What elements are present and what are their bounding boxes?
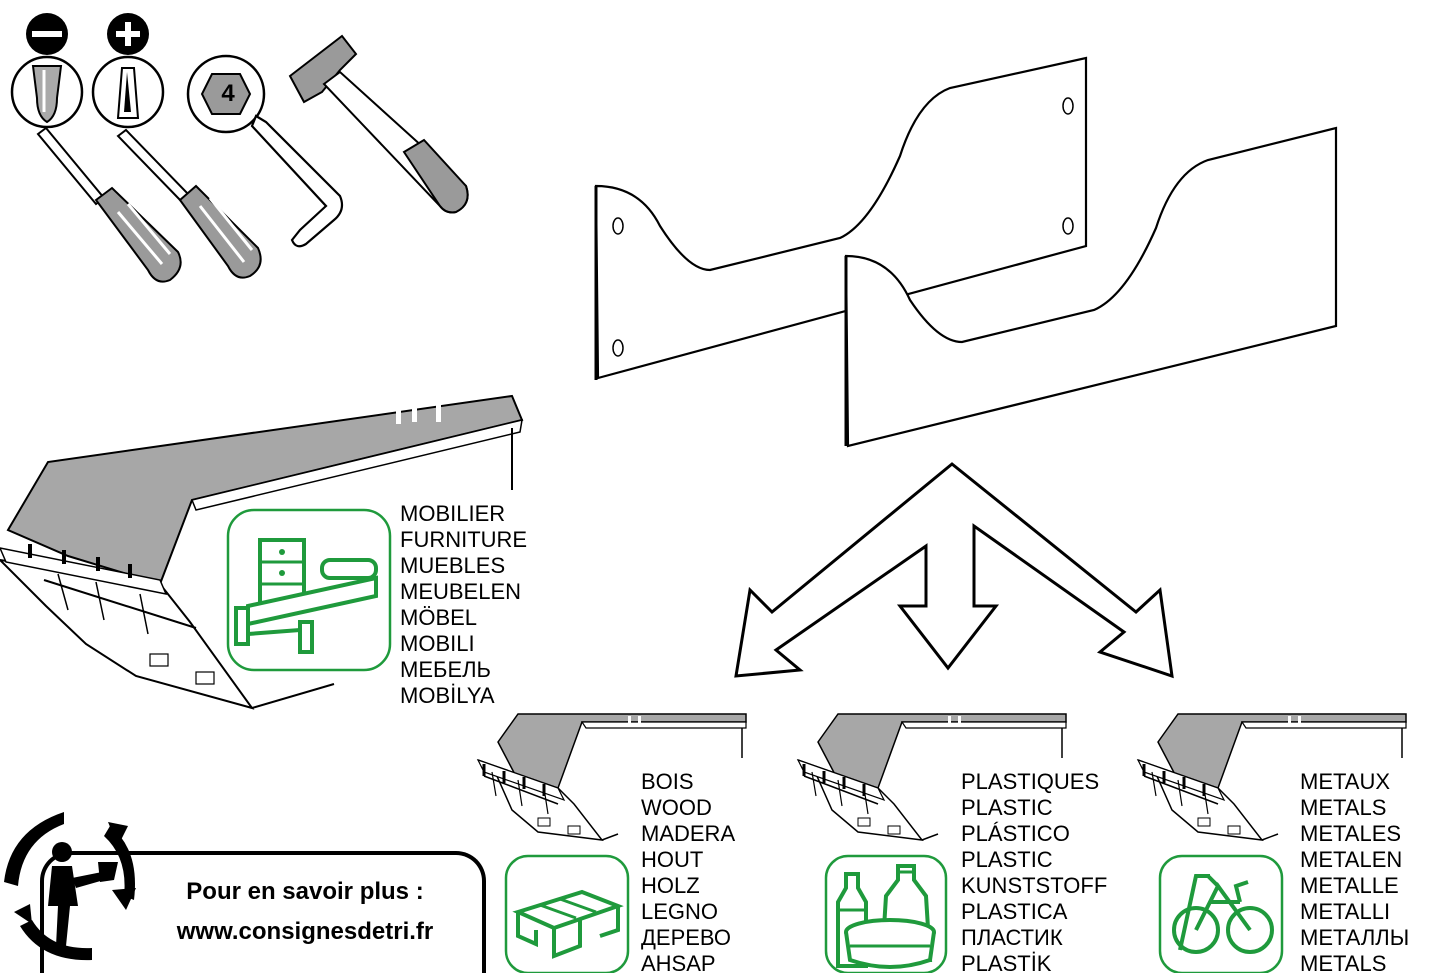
label-item: MADERA	[641, 821, 736, 846]
bed-panel-back	[594, 56, 1088, 380]
bicycle-icon	[1158, 854, 1284, 973]
info-website-link[interactable]: www.consignesdetri.fr	[176, 918, 434, 945]
label-item: METALS	[1300, 795, 1387, 820]
label-item: AHSAP	[641, 951, 716, 976]
label-item: METALES	[1300, 821, 1402, 846]
tools-panel	[10, 13, 469, 283]
label-item: PLÁSTICO	[961, 821, 1070, 846]
label-item: KUNSTSTOFF	[961, 873, 1108, 898]
label-item: METALS	[1300, 951, 1387, 976]
label-item: FURNITURE	[400, 527, 528, 552]
label-item: MÖBEL	[400, 605, 478, 630]
info-text: Pour en savoir plus : www.consignesdetri…	[120, 872, 490, 952]
wood-pallet-icon	[504, 854, 630, 973]
hex-key-icon	[186, 54, 344, 248]
bed-panels	[594, 56, 1338, 448]
label-item: PLASTIQUES	[961, 769, 1100, 794]
label-item: METAUX	[1300, 769, 1391, 794]
bed-panel-front	[844, 126, 1338, 448]
label-item: PLASTİK	[961, 951, 1052, 976]
label-item: WOOD	[641, 795, 712, 820]
label-item: HOUT	[641, 847, 704, 872]
label-item: MOBİLYA	[400, 683, 495, 708]
metal-label-list: METAUX METALS METALES METALEN METALLE ME…	[1300, 769, 1409, 977]
label-item: МЕТАЛЛЫ	[1300, 925, 1410, 950]
label-item: METALLI	[1300, 899, 1391, 924]
label-item: BOIS	[641, 769, 694, 794]
label-item: MOBILI	[400, 631, 475, 656]
furniture-bed-dresser-icon	[226, 508, 392, 672]
label-item: МЕБЕЛЬ	[400, 657, 491, 682]
furniture-label-list: MOBILIER FURNITURE MUEBLES MEUBELEN MÖBE…	[400, 501, 527, 709]
plastic-label-list: PLASTIQUES PLASTIC PLÁSTICO PLASTIC KUNS…	[961, 769, 1107, 977]
label-item: PLASTICA	[961, 899, 1068, 924]
label-item: LEGNO	[641, 899, 719, 924]
label-item: MEUBELEN	[400, 579, 522, 604]
triman-recycling-icon	[4, 812, 136, 961]
split-arrows	[734, 462, 1174, 679]
wood-label-list: BOIS WOOD MADERA HOUT HOLZ LEGNO ДЕРЕВО …	[641, 769, 735, 977]
label-item: HOLZ	[641, 873, 700, 898]
phillips-screwdriver-icon	[91, 13, 262, 279]
label-item: METALLE	[1300, 873, 1399, 898]
label-item: METALEN	[1300, 847, 1403, 872]
furniture-skip-bin	[0, 394, 524, 710]
label-item: MUEBLES	[400, 553, 506, 578]
label-item: PLASTIC	[961, 847, 1053, 872]
plastic-bottles-icon	[824, 854, 948, 973]
label-item: ПЛАСТИК	[961, 925, 1063, 950]
info-heading: Pour en savoir plus :	[186, 878, 424, 905]
hex-key-size-label: 4	[221, 80, 235, 107]
label-item: ДЕРЕВО	[641, 925, 731, 950]
hammer-icon	[288, 34, 469, 214]
label-item: MOBILIER	[400, 501, 506, 526]
label-item: PLASTIC	[961, 795, 1053, 820]
info-box	[40, 851, 486, 973]
flat-screwdriver-icon	[10, 13, 182, 283]
